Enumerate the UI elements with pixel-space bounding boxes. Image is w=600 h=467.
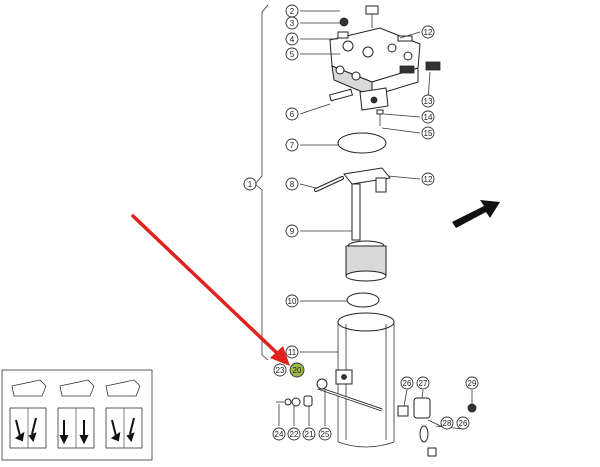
drain-valve (397, 397, 477, 457)
svg-text:4: 4 (290, 35, 295, 44)
part-9-filter (343, 167, 391, 282)
svg-text:7: 7 (290, 141, 295, 150)
callout-21: 21 (302, 427, 316, 441)
svg-text:2: 2 (290, 7, 295, 16)
tie-rod (317, 386, 383, 412)
direction-arrow-icon (452, 200, 500, 228)
svg-text:15: 15 (424, 129, 433, 138)
svg-text:11: 11 (288, 348, 297, 357)
callout-23: 23 (273, 363, 287, 377)
svg-text:26: 26 (403, 379, 412, 388)
callout-27: 27 (416, 376, 430, 390)
svg-text:9: 9 (290, 227, 295, 236)
callout-28: 28 (440, 416, 454, 430)
svg-text:12: 12 (424, 175, 433, 184)
svg-text:25: 25 (321, 430, 330, 439)
callout-12-top: 12 (421, 25, 435, 39)
svg-text:29: 29 (468, 379, 477, 388)
callout-11: 11 (285, 345, 299, 359)
callout-10: 10 (285, 294, 299, 308)
callout-5: 5 (285, 47, 299, 61)
part-14 (376, 109, 384, 126)
svg-text:22: 22 (290, 430, 299, 439)
part-8-pin (314, 176, 344, 192)
callout-26-a: 26 (400, 376, 414, 390)
callout-14: 14 (421, 110, 435, 124)
callout-13: 13 (421, 94, 435, 108)
svg-text:24: 24 (275, 430, 284, 439)
svg-text:8: 8 (290, 180, 295, 189)
callout-9: 9 (285, 224, 299, 238)
callout-1: 1 (243, 177, 257, 191)
callout-20-highlighted: 20 (289, 362, 305, 378)
svg-text:26: 26 (459, 419, 468, 428)
svg-text:6: 6 (290, 110, 295, 119)
svg-text:10: 10 (288, 297, 297, 306)
part-10-ring (346, 292, 380, 308)
view-legend (1, 369, 153, 461)
part-11-housing (335, 312, 395, 448)
callout-22: 22 (287, 427, 301, 441)
svg-text:1: 1 (248, 180, 253, 189)
callout-12-mid: 12 (421, 172, 435, 186)
callout-7: 7 (285, 138, 299, 152)
svg-text:12: 12 (424, 28, 433, 37)
callout-4: 4 (285, 32, 299, 46)
svg-text:20: 20 (293, 366, 302, 375)
callout-3: 3 (285, 16, 299, 30)
svg-text:5: 5 (290, 50, 295, 59)
callout-25: 25 (318, 427, 332, 441)
svg-text:14: 14 (424, 113, 433, 122)
svg-text:3: 3 (290, 19, 295, 28)
part-6-assembly (328, 87, 389, 111)
callout-15: 15 (421, 126, 435, 140)
callout-6: 6 (285, 107, 299, 121)
part-7-gasket (337, 132, 387, 154)
red-arrow-icon (131, 214, 290, 366)
svg-text:13: 13 (424, 97, 433, 106)
callout-26-b: 26 (456, 416, 470, 430)
assembly-bracket (254, 4, 269, 361)
callout-29: 29 (465, 376, 479, 390)
callout-8: 8 (285, 177, 299, 191)
valve-head (329, 5, 441, 97)
hardware-small-parts (276, 378, 328, 407)
svg-text:28: 28 (443, 419, 452, 428)
callout-24: 24 (272, 427, 286, 441)
leader-lines (278, 10, 473, 430)
svg-text:27: 27 (419, 379, 428, 388)
svg-text:21: 21 (305, 430, 314, 439)
callout-2: 2 (285, 4, 299, 18)
svg-text:23: 23 (276, 366, 285, 375)
